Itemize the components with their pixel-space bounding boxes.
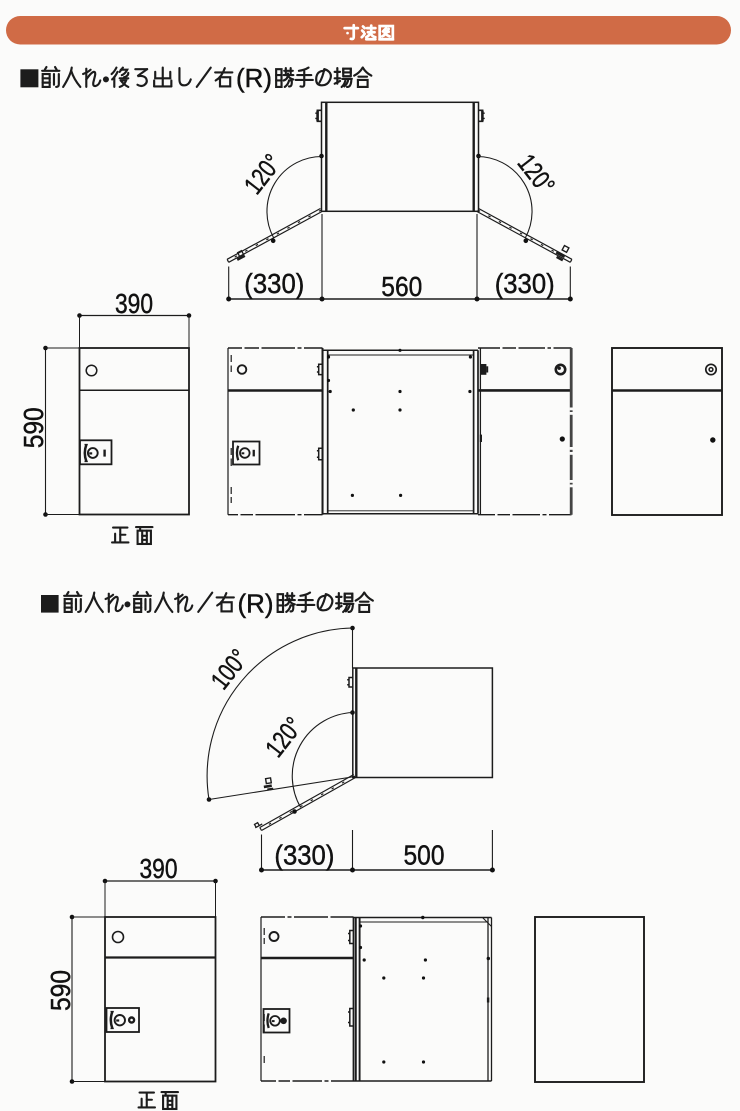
svg-text:590: 590	[45, 970, 76, 1011]
svg-text:100°: 100°	[205, 643, 254, 695]
svg-text:(330): (330)	[274, 840, 334, 871]
svg-text:390: 390	[140, 853, 178, 884]
svg-text:120°: 120°	[512, 148, 561, 200]
svg-text:560: 560	[381, 271, 422, 302]
svg-text:590: 590	[18, 407, 49, 448]
svg-text:120°: 120°	[238, 148, 287, 200]
svg-text:120°: 120°	[259, 711, 308, 763]
svg-text:500: 500	[404, 840, 445, 871]
svg-text:(R): (R)	[238, 589, 274, 619]
svg-text:(R): (R)	[236, 63, 272, 93]
svg-text:390: 390	[115, 288, 153, 319]
svg-text:(330): (330)	[244, 268, 304, 299]
svg-text:(330): (330)	[495, 268, 555, 299]
